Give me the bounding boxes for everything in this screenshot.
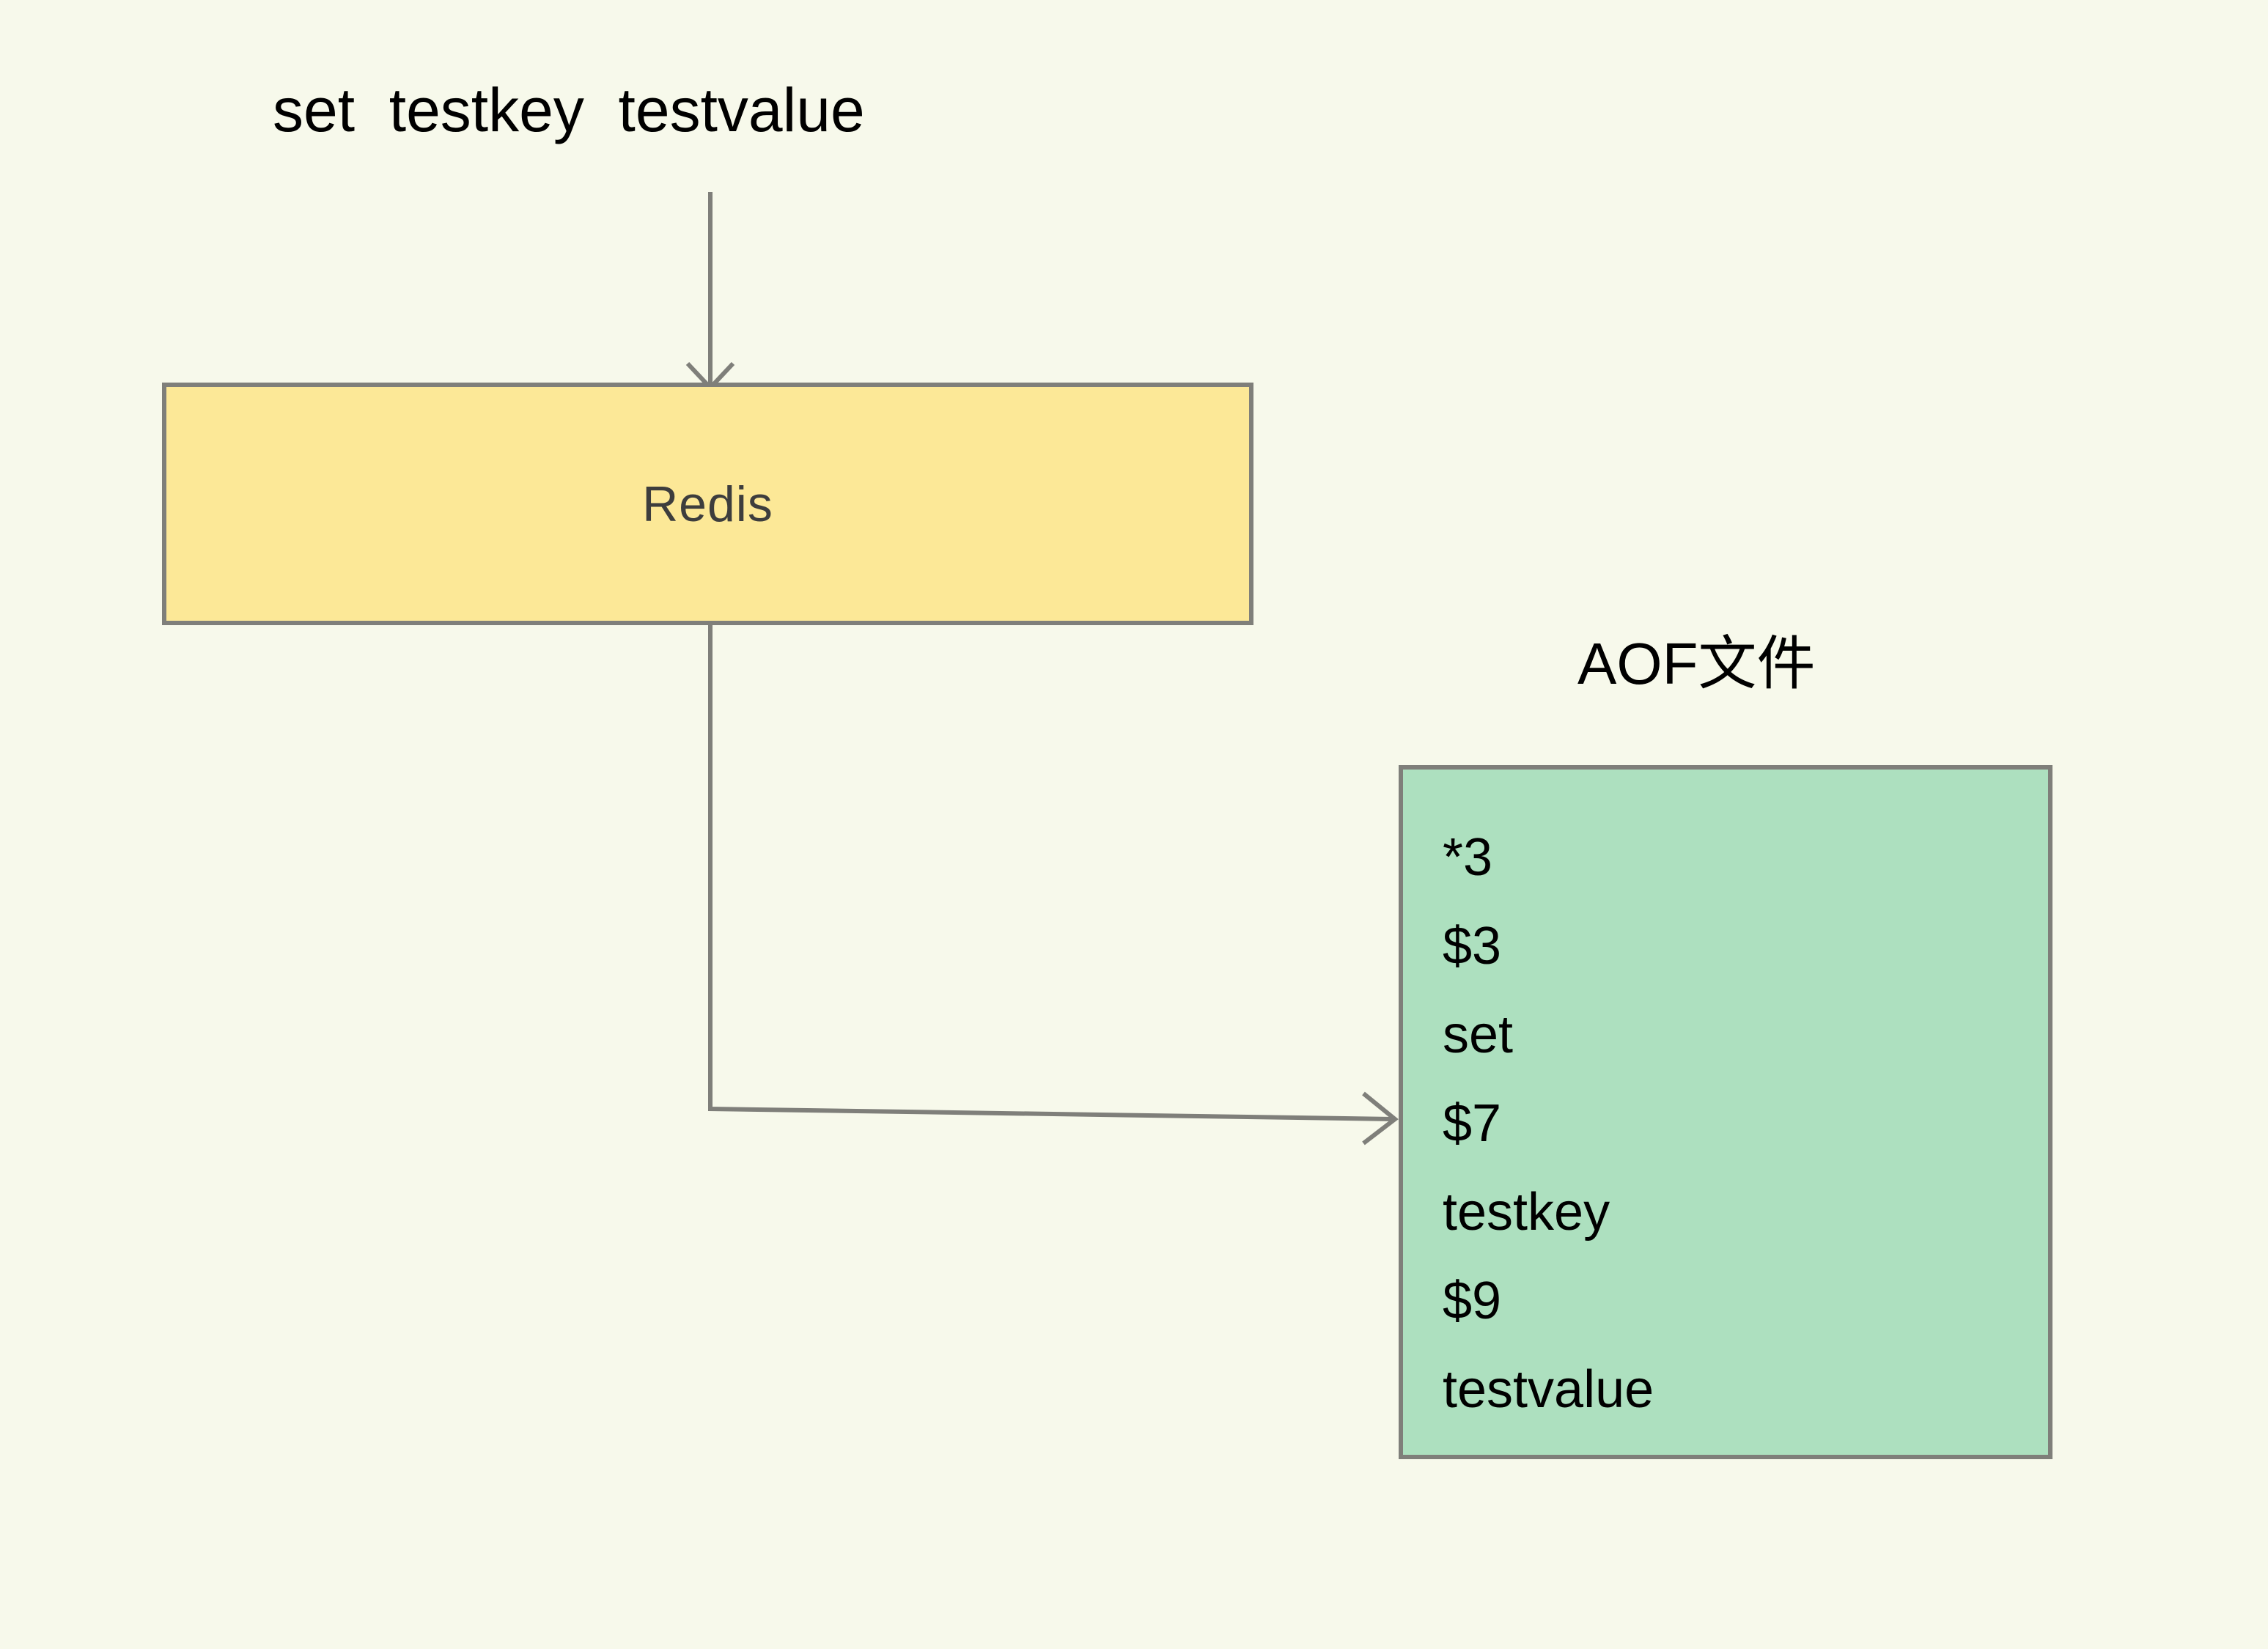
aof-line: testvalue — [1443, 1360, 1654, 1419]
aof-line: $3 — [1443, 917, 1502, 975]
command-text: set testkey testvalue — [273, 75, 865, 144]
aof-file-box[interactable]: *3 $3 set $7 testkey $9 testvalue — [1399, 765, 2052, 1459]
redis-node-box[interactable]: Redis — [162, 383, 1253, 625]
redis-node-label: Redis — [642, 476, 773, 532]
command-to-redis-arrow — [685, 192, 735, 391]
aof-file-content: *3 $3 set $7 testkey $9 testvalue — [1443, 814, 1654, 1434]
redis-to-aof-arrow — [708, 625, 1399, 1146]
aof-line: $7 — [1443, 1094, 1502, 1153]
aof-line: *3 — [1443, 828, 1493, 887]
aof-line: $9 — [1443, 1272, 1502, 1330]
aof-file-caption: AOF文件 — [1577, 631, 1816, 696]
aof-line: set — [1443, 1006, 1514, 1064]
aof-line: testkey — [1443, 1183, 1610, 1242]
